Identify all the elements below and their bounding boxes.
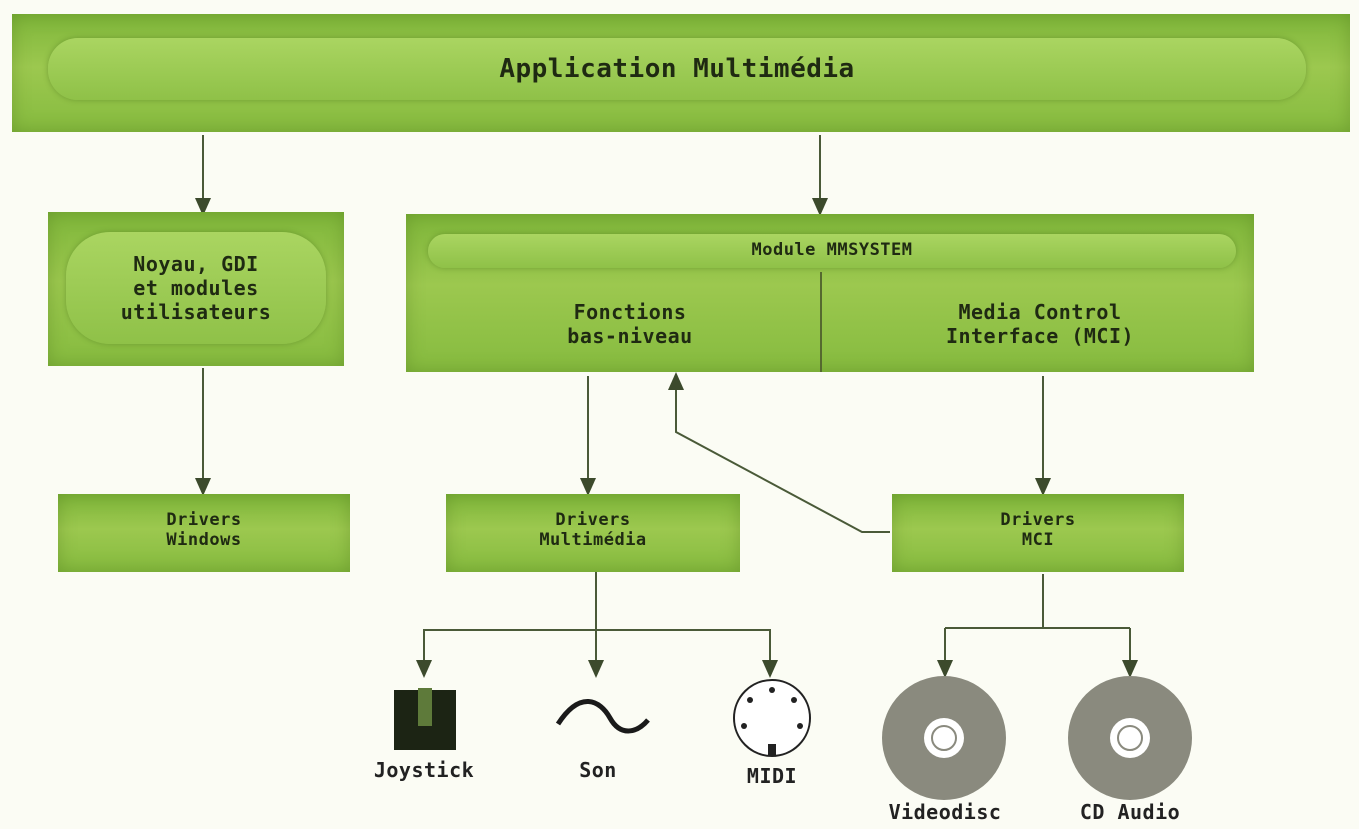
son-label: Son — [579, 758, 617, 782]
multimedia-drivers-label: Drivers Multimédia — [539, 510, 647, 551]
windows-drivers-panel — [58, 494, 350, 572]
kernel-gdi-label: Noyau, GDI et modules utilisateurs — [120, 252, 272, 324]
midi-connector-icon — [733, 679, 811, 757]
joystick-label: Joystick — [373, 758, 475, 782]
mmsystem-divider — [820, 272, 822, 372]
joystick-icon — [394, 688, 456, 750]
mci-drivers-panel — [892, 494, 1184, 572]
windows-drivers-label: Drivers Windows — [166, 510, 242, 551]
mci-interface-label: Media Control Interface (MCI) — [945, 300, 1135, 348]
cd-audio-label: CD Audio — [1079, 800, 1181, 824]
low-level-functions-label: Fonctions bas-niveau — [567, 300, 693, 348]
application-pill — [48, 38, 1306, 100]
cd-audio-icon — [1068, 676, 1192, 800]
arrow-to-joystick — [416, 629, 596, 678]
midi-label: MIDI — [746, 764, 798, 788]
arrow-to-midi — [596, 629, 778, 678]
kernel-gdi-pill — [66, 232, 326, 344]
videodisc-label: Videodisc — [888, 800, 1002, 824]
sound-wave-icon — [555, 699, 650, 734]
mci-drivers-label: Drivers MCI — [1000, 510, 1076, 551]
arrow-mci-drivers-to-lowlevel — [668, 372, 890, 533]
mmsystem-header-pill — [428, 234, 1236, 268]
multimedia-drivers-panel — [446, 494, 740, 572]
mmsystem-header: Module MMSYSTEM — [751, 240, 913, 260]
videodisc-icon — [882, 676, 1006, 800]
application-title: Application Multimédia — [499, 54, 855, 84]
